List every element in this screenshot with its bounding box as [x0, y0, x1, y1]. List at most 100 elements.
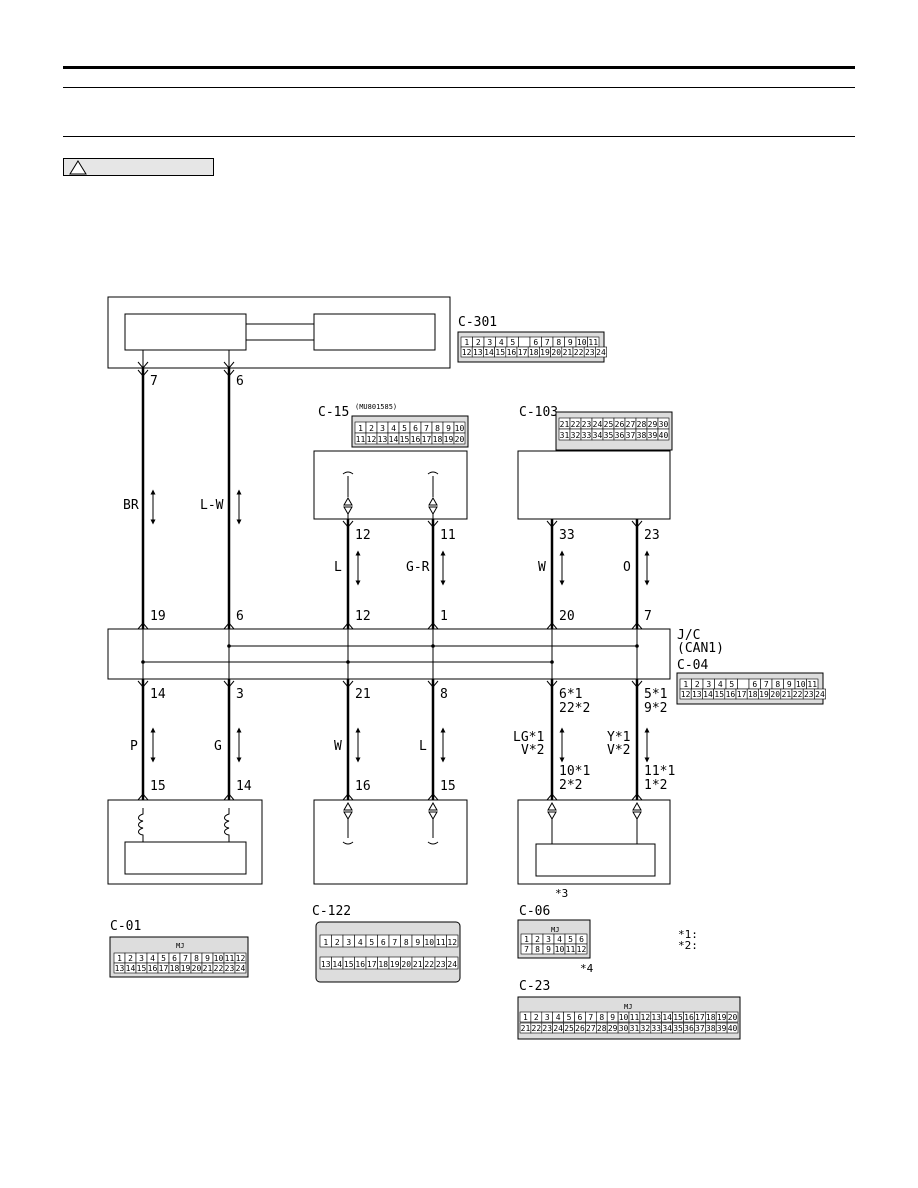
pin-number: 37	[626, 431, 636, 440]
terminal-chevrons	[137, 361, 643, 801]
connector-label-c15: C-15	[318, 405, 349, 420]
w1-lower-color: P	[130, 739, 138, 754]
pin-cell	[446, 956, 459, 970]
pin-number: 21	[560, 420, 570, 429]
w2-jc-top: 6	[236, 609, 244, 624]
pin-number: 4	[358, 938, 363, 947]
pin-number: 12	[367, 435, 377, 444]
header-middle-rule	[63, 87, 855, 88]
pin-number: 4	[150, 954, 155, 963]
pin-number: 22	[532, 1024, 542, 1033]
pin-number: 7	[764, 680, 769, 689]
pin-number: 24	[553, 1024, 563, 1033]
pin-number: 31	[560, 431, 570, 440]
pin-number: 6	[533, 338, 538, 347]
pin-number: 19	[759, 690, 769, 699]
w3-jc-top: 12	[355, 609, 371, 624]
pin-number: 3	[380, 424, 385, 433]
w6-top-pin: 23	[644, 528, 660, 543]
pin-number: 6	[413, 424, 418, 433]
pin-number: 3	[706, 680, 711, 689]
caution-box	[63, 158, 214, 176]
w5-lower-color-a: LG*1	[513, 730, 544, 745]
pin-number: 13	[115, 964, 125, 973]
c23-mj-label: MJ	[624, 1003, 632, 1011]
pin-number: 9	[568, 338, 573, 347]
pin-number: 22	[571, 420, 581, 429]
pin-number: 17	[518, 348, 528, 357]
pin-number: 23	[542, 1024, 552, 1033]
pin-number: 3	[346, 938, 351, 947]
pin-number: 16	[148, 964, 158, 973]
pin-number: 7	[392, 938, 397, 947]
pin-number: 34	[662, 1024, 672, 1033]
w4-color: G-R	[406, 560, 430, 575]
pin-number: 27	[586, 1024, 596, 1033]
pin-number: 13	[321, 960, 331, 969]
pin-number: 39	[717, 1024, 727, 1033]
pin-number: 31	[630, 1024, 640, 1033]
pin-number: 21	[413, 960, 423, 969]
pin-number: 18	[748, 690, 758, 699]
w6-jc-bottom-a: 5*1	[644, 687, 667, 702]
pin-number: 22	[424, 960, 434, 969]
pin-number: 19	[444, 435, 454, 444]
pin-number: 11	[630, 1013, 640, 1022]
pin-cell	[657, 428, 670, 441]
pin-number: 39	[648, 431, 658, 440]
pin-number: 36	[684, 1024, 694, 1033]
pin-number: 20	[401, 960, 411, 969]
pin-number: 34	[593, 431, 603, 440]
pin-number: 11	[566, 945, 576, 954]
pin-number: 15	[495, 348, 505, 357]
pin-number: 14	[126, 964, 136, 973]
pin-number: 8	[535, 945, 540, 954]
w6-lower-color-a: Y*1	[607, 730, 630, 745]
connector-part-c15: (MU801585)	[355, 403, 397, 411]
pin-number: 23	[585, 348, 595, 357]
pin-cell	[595, 346, 607, 358]
pin-number: 12	[236, 954, 246, 963]
pin-number: 19	[717, 1013, 727, 1022]
pin-number: 14	[389, 435, 399, 444]
pin-number: 13	[692, 690, 702, 699]
pin-number: 17	[695, 1013, 705, 1022]
w5-top-pin: 33	[559, 528, 575, 543]
pin-number: 29	[608, 1024, 618, 1033]
pin-number: 7	[424, 424, 429, 433]
pin-number: 1	[358, 424, 363, 433]
pin-cell	[814, 688, 826, 700]
pin-number: 11	[807, 680, 817, 689]
pin-number: 7	[183, 954, 188, 963]
pin-number: 25	[604, 420, 614, 429]
w4-jc-bottom: 8	[440, 687, 448, 702]
w6-bottom-pin-a: 11*1	[644, 764, 675, 779]
pin-number: 18	[529, 348, 539, 357]
pin-number: 21	[203, 964, 213, 973]
pin-number: 24	[815, 690, 825, 699]
c15-module	[313, 450, 468, 520]
pin-number: 1	[523, 1013, 528, 1022]
pin-number: 2	[369, 424, 374, 433]
pin-number: 24	[593, 420, 603, 429]
pin-number: 18	[170, 964, 180, 973]
pin-number: 1	[524, 935, 529, 944]
pin-number: 38	[637, 431, 647, 440]
pin-number: 37	[695, 1024, 705, 1033]
pin-number: 16	[684, 1013, 694, 1022]
pin-number: 40	[659, 431, 669, 440]
pin-number: 14	[703, 690, 713, 699]
connector-label-c23: C-23	[519, 979, 550, 994]
header-bottom-rule	[63, 136, 855, 137]
pin-number: 22	[793, 690, 803, 699]
pin-number: 17	[737, 690, 747, 699]
pin-number: 1	[117, 954, 122, 963]
pin-number: 13	[378, 435, 388, 444]
w5-jc-bottom-b: 22*2	[559, 701, 590, 716]
pin-number: 1	[464, 338, 469, 347]
w6-jc-top: 7	[644, 609, 652, 624]
w6-bottom-pin-b: 1*2	[644, 778, 667, 793]
pin-number: 33	[651, 1024, 661, 1033]
w1-top-pin: 7	[150, 374, 158, 389]
